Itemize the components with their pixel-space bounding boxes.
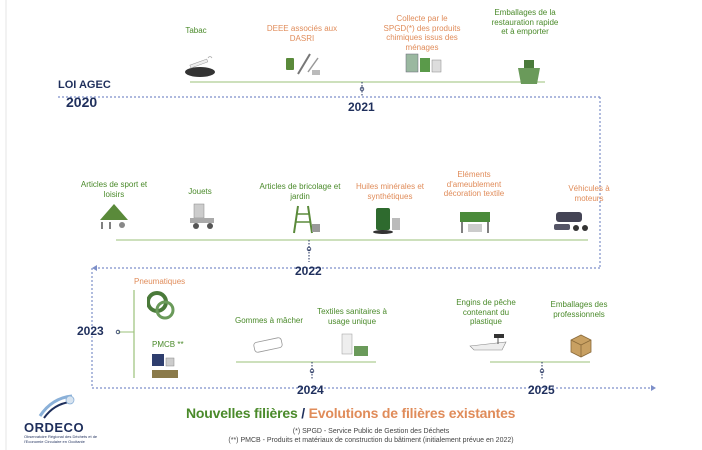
chemical-products-icon (405, 53, 442, 73)
item-gommes-label: Gommes à mâcher (234, 316, 304, 325)
takeaway-packaging-icon (518, 60, 540, 84)
item-emballages-resto-label: Emballages de la restauration rapide et … (491, 8, 559, 36)
cardboard-box-icon (570, 334, 592, 358)
legend: Nouvelles filières / Evolutions de filiè… (186, 405, 515, 421)
item-bricolage-label: Articles de bricolage et jardin (259, 182, 341, 201)
item-jouets-label: Jouets (188, 187, 212, 196)
year-2024: 2024 (297, 383, 324, 397)
legend-separator: / (297, 405, 309, 421)
footnote-1: (*) SPGD - Service Public de Gestion des… (292, 428, 450, 435)
item-vehicules-label: Véhicules à moteurs (568, 184, 610, 203)
tent-sport-icon (100, 204, 128, 229)
tobacco-icon (185, 56, 215, 77)
logo-name: ORDECO (24, 420, 85, 435)
logo-subtitle: Observatoire Régional des Déchets et de … (24, 434, 98, 444)
oil-barrel-icon (373, 208, 400, 234)
item-pmcb-label: PMCB ** (152, 340, 184, 349)
legend-evol-label: Evolutions de filières existantes (308, 405, 516, 421)
building-materials-icon (152, 354, 178, 378)
year-2025: 2025 (528, 383, 555, 397)
item-spgd-label: Collecte par le SPGD(*) des produits chi… (383, 14, 461, 52)
item-tabac-label: Tabac (185, 26, 207, 35)
year-2020: 2020 (66, 94, 98, 110)
furniture-icon (460, 212, 490, 233)
item-ameublement-label: Eléments d'ameublement décoration textil… (443, 170, 505, 198)
fishing-gear-icon (469, 334, 507, 351)
toys-icon (190, 203, 214, 229)
sanitary-textiles-icon (341, 333, 368, 356)
ladder-tools-icon (293, 205, 320, 234)
item-sport-label: Articles de sport et loisirs (80, 180, 148, 199)
item-textiles-label: Textiles sanitaires à usage unique (317, 307, 387, 326)
tires-icon (147, 291, 175, 320)
legend-new-label: Nouvelles filières (186, 405, 298, 421)
chewing-gum-icon (253, 337, 283, 353)
item-pneumatiques-label: Pneumatiques (134, 277, 186, 286)
ordeco-logo-icon (38, 394, 75, 419)
item-huiles-label: Huiles minérales et synthétiques (355, 182, 425, 201)
vehicles-icon (554, 212, 588, 231)
item-peche-label: Engins de pêche contenant du plastique (456, 298, 516, 326)
year-2023: 2023 (77, 324, 104, 338)
year-2021: 2021 (348, 100, 375, 114)
item-deee-label: DEEE associés aux DASRI (266, 24, 338, 43)
footnote-2: (**) PMCB - Produits et matériaux de con… (228, 437, 514, 444)
year-2022: 2022 (295, 264, 322, 278)
medical-devices-icon (286, 53, 320, 75)
item-emballages-pro-label: Emballages des professionnels (550, 300, 608, 319)
law-label: LOI AGEC (58, 79, 111, 91)
